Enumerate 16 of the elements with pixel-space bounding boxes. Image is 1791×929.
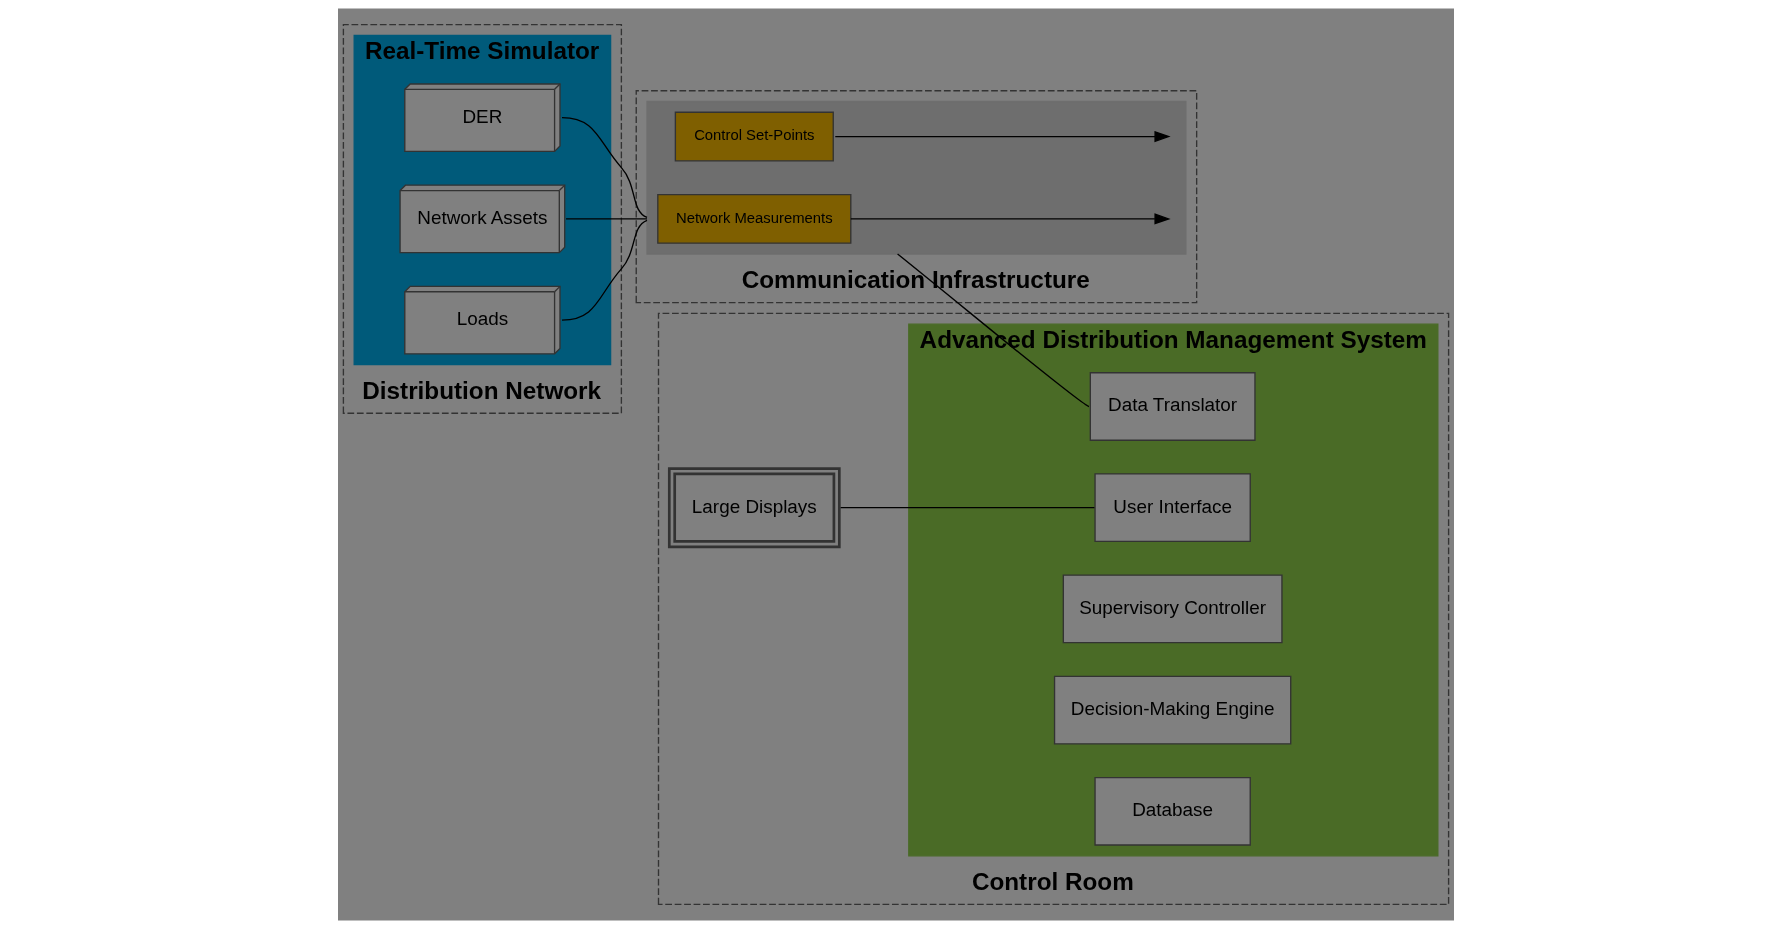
node-box: Control Set-Points (674, 111, 834, 162)
node-box: Decision-Making Engine (1053, 675, 1291, 745)
node-box: User Interface (1093, 473, 1251, 543)
connector (560, 219, 648, 321)
arrow (849, 213, 1171, 225)
connector (839, 507, 1095, 509)
arrow (834, 130, 1171, 143)
cluster (645, 100, 1187, 255)
connector (560, 117, 648, 219)
node-box: Large Displays (667, 467, 841, 549)
connector (896, 253, 1090, 408)
node-box: Database (1093, 776, 1251, 846)
node-box: Data Translator (1089, 372, 1256, 441)
connector (564, 218, 648, 220)
node-box: Network Measurements (656, 193, 851, 244)
node-box: Supervisory Controller (1062, 574, 1283, 644)
